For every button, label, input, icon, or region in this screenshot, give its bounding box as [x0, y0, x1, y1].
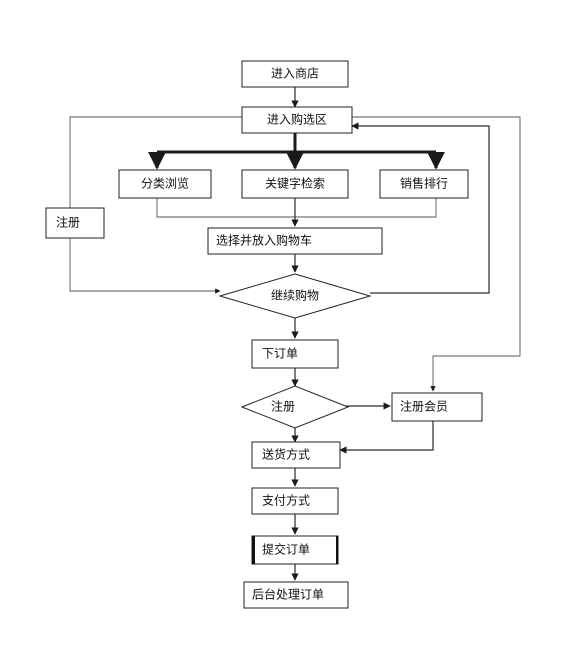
label-category-browse: 分类浏览: [141, 176, 189, 191]
label-select-add-cart: 选择并放入购物车: [216, 233, 312, 248]
submit-order-right-bar: [336, 536, 338, 564]
edge-member-to-shipping: [339, 421, 434, 454]
submit-order-left-bar: [252, 536, 255, 564]
node-register-left: 注册: [45, 207, 105, 239]
node-shipping-method: 送货方式: [251, 441, 341, 469]
label-enter-shopping-area: 进入购选区: [267, 112, 327, 127]
node-continue-shopping: 继续购物: [218, 273, 372, 319]
node-payment-method: 支付方式: [251, 487, 339, 515]
label-place-order: 下订单: [262, 347, 298, 361]
edges: [69, 87, 521, 581]
node-sales-ranking: 销售排行: [379, 169, 469, 199]
node-register-member: 注册会员: [391, 392, 483, 422]
edge-area-to-member: [352, 116, 521, 392]
edge-continue-loop-back: [351, 122, 490, 294]
edge-options-merge: [156, 198, 437, 218]
label-shipping-method: 送货方式: [262, 447, 310, 462]
label-sales-ranking: 销售排行: [400, 176, 448, 191]
node-enter-shopping-area: 进入购选区: [241, 106, 353, 134]
label-enter-store: 进入商店: [271, 66, 319, 81]
label-backend-process: 后台处理订单: [252, 587, 324, 602]
label-register-left: 注册: [56, 215, 80, 230]
node-category-browse: 分类浏览: [118, 169, 212, 199]
node-enter-store: 进入商店: [241, 60, 349, 88]
edge-register-left-to-continue: [69, 238, 221, 294]
node-keyword-search: 关键字检索: [241, 169, 349, 199]
label-continue-shopping: 继续购物: [271, 288, 319, 303]
node-submit-order: 提交订单: [251, 535, 339, 565]
label-payment-method: 支付方式: [262, 493, 310, 508]
edge-area-branch: [157, 132, 436, 154]
node-backend-process: 后台处理订单: [243, 581, 349, 609]
label-keyword-search: 关键字检索: [265, 176, 325, 191]
node-register-decision: 注册: [240, 385, 350, 429]
edge-area-left-loop: [69, 116, 242, 208]
label-submit-order: 提交订单: [262, 542, 310, 557]
label-register-decision: 注册: [271, 399, 295, 414]
node-place-order: 下订单: [251, 339, 339, 369]
node-select-add-cart: 选择并放入购物车: [207, 227, 383, 255]
label-register-member: 注册会员: [400, 399, 448, 414]
